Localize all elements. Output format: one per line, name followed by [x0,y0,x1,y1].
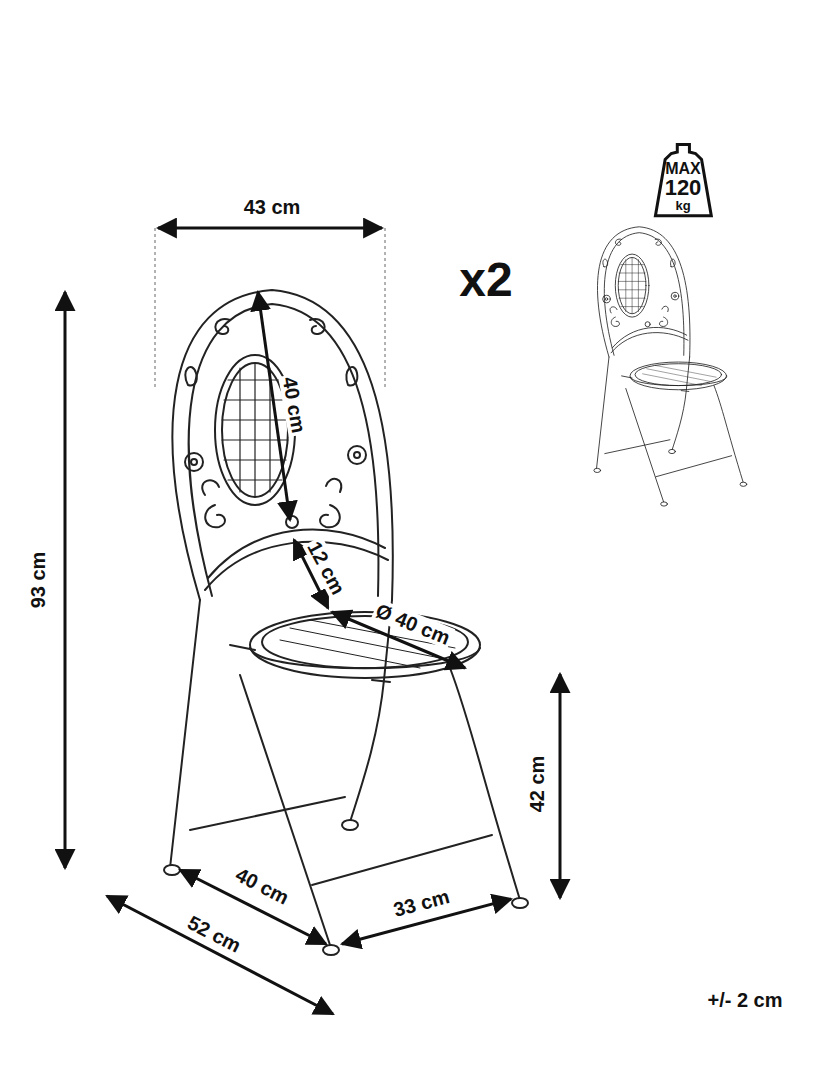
dimension-label: 43 cm [242,196,303,218]
dimension-label: Ø 40 cm [371,598,455,649]
dimension-label: 40 cm [278,373,310,437]
dimension-label: 93 cm [27,550,49,611]
weight-text: kg [665,199,702,212]
dimension-label: 42 cm [526,754,548,815]
dimension-label: 40 cm [230,862,294,909]
quantity-label: x2 [457,254,514,307]
tolerance-note: +/- 2 cm [705,989,784,1011]
weight-text: MAX [665,161,702,177]
weight-icon: MAX120kg [653,143,714,218]
weight-text: 120 [665,177,702,199]
